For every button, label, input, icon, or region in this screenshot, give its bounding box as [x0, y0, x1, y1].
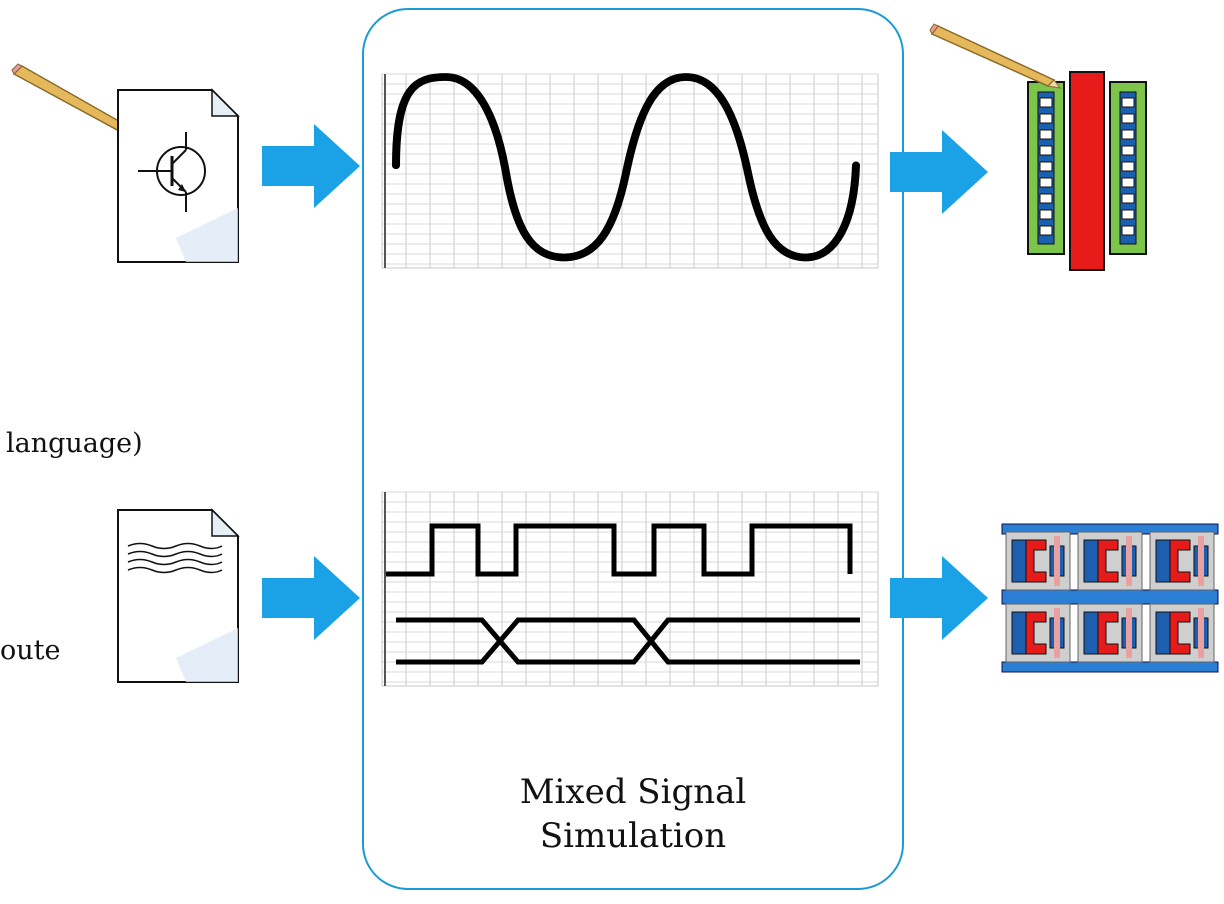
arrow-icon-right-bottom [890, 556, 988, 640]
digital-waveform-icon [381, 491, 879, 687]
text-document-icon [117, 508, 240, 683]
layout-pad [1121, 113, 1135, 124]
layout-cell-via [1126, 608, 1132, 658]
layout-cell-poly [1097, 539, 1119, 583]
grid-frame [381, 491, 879, 687]
layout-pad [1121, 209, 1135, 220]
layout-cell-via [1054, 536, 1060, 586]
layout-pad [1039, 177, 1053, 188]
schematic-document-icon [117, 88, 240, 263]
pencil-icon-right [929, 23, 1062, 89]
arrow-icon-left-top [262, 124, 360, 208]
simulation-title-line1: Mixed Signal [519, 772, 747, 812]
layout-rail [1001, 589, 1219, 605]
digital-cells [1001, 523, 1219, 673]
sine-wave [392, 73, 860, 262]
layout-pad [1039, 193, 1053, 204]
layout-pads [1039, 97, 1135, 236]
digital-grid [381, 491, 879, 687]
analog-waveform-icon [381, 73, 879, 269]
layout-pad [1121, 129, 1135, 140]
simulation-title-line2: Simulation [539, 816, 727, 856]
layout-pad [1039, 225, 1053, 236]
layout-pad [1039, 209, 1053, 220]
layout-cell-poly [1025, 611, 1047, 655]
layout-pad [1121, 225, 1135, 236]
layout-pad [1039, 145, 1053, 156]
analog-layout-icon [1027, 71, 1147, 271]
hdl-language-label: language) [6, 428, 143, 459]
digital-layout-icon [1001, 523, 1219, 673]
place-route-label: oute [0, 635, 61, 666]
mixed-signal-simulation-box [362, 8, 904, 890]
layout-pad [1039, 113, 1053, 124]
clock-wave [386, 523, 853, 577]
layout-cell-poly [1169, 611, 1191, 655]
layout-cell-poly [1169, 539, 1191, 583]
layout-pad [1039, 129, 1053, 140]
layout-pad [1039, 161, 1053, 172]
arrow-icon-right-top [890, 130, 988, 214]
layout-pad [1121, 97, 1135, 108]
layout-rail [1001, 661, 1219, 673]
layout-pad [1039, 97, 1053, 108]
bus-line-bottom [396, 617, 860, 665]
layout-pad [1121, 177, 1135, 188]
bus-line-top [396, 617, 860, 665]
layout-cell-via [1126, 536, 1132, 586]
layout-pad [1121, 145, 1135, 156]
layout-pad [1121, 193, 1135, 204]
layout-cell-via [1198, 536, 1204, 586]
layout-cell-via [1198, 608, 1204, 658]
layout-pad [1121, 161, 1135, 172]
layout-cell-poly [1097, 611, 1119, 655]
simulation-title: Mixed Signal Simulation [362, 770, 904, 858]
layout-cell-poly [1025, 539, 1047, 583]
arrow-icon-left-bottom [262, 556, 360, 640]
layout-cell-via [1054, 608, 1060, 658]
